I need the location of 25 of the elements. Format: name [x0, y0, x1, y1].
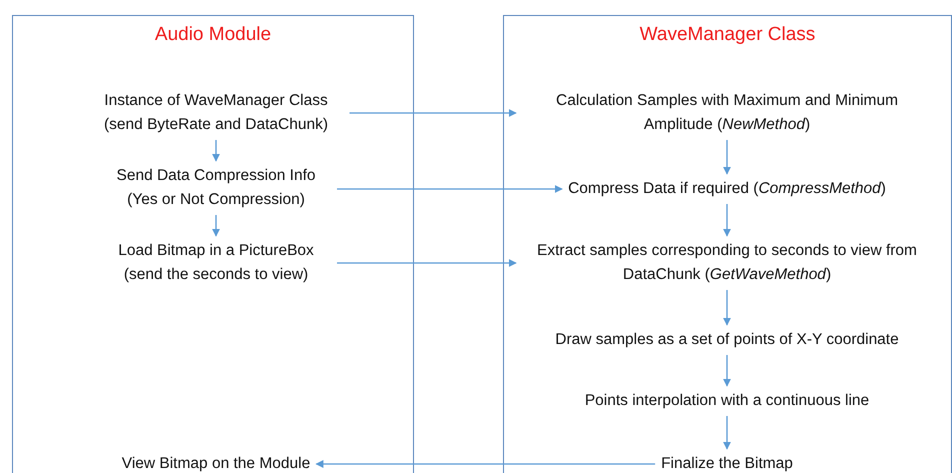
step-text: Extract samples corresponding to seconds to view from DataChunk (GetWaveMethod): [536, 241, 918, 285]
arrow: [337, 185, 563, 193]
step-text: Draw samples as a set of points of X-Y coordinate: [555, 330, 899, 350]
step-text: Instance of WaveManager Class (send ByteRate and DataChunk): [102, 91, 330, 135]
arrow: [723, 140, 731, 175]
panel-title: WaveManager Class: [638, 24, 816, 46]
step-text: View Bitmap on the Module: [122, 454, 310, 473]
arrow: [212, 140, 220, 162]
arrow: [315, 460, 656, 468]
arrow: [212, 215, 220, 237]
step-text: Calculation Samples with Maximum and Minimum Amplitude (NewMethod): [555, 91, 899, 135]
step-text: Load Bitmap in a PictureBox (send the seconds to view): [117, 241, 315, 285]
arrow: [350, 109, 517, 117]
step-text: Finalize the Bitmap: [661, 454, 793, 473]
module-panel: [12, 15, 414, 473]
step-text: Points interpolation with a continuous line: [584, 391, 870, 411]
arrow: [337, 259, 517, 267]
arrow: [723, 204, 731, 237]
module-panel: [503, 15, 952, 473]
arrow: [723, 355, 731, 387]
arrow: [723, 290, 731, 326]
step-text: Compress Data if required (CompressMethod): [568, 179, 886, 199]
arrow: [723, 416, 731, 450]
panel-title: Audio Module: [154, 24, 272, 46]
step-text: Send Data Compression Info (Yes or Not Compression): [115, 166, 317, 210]
